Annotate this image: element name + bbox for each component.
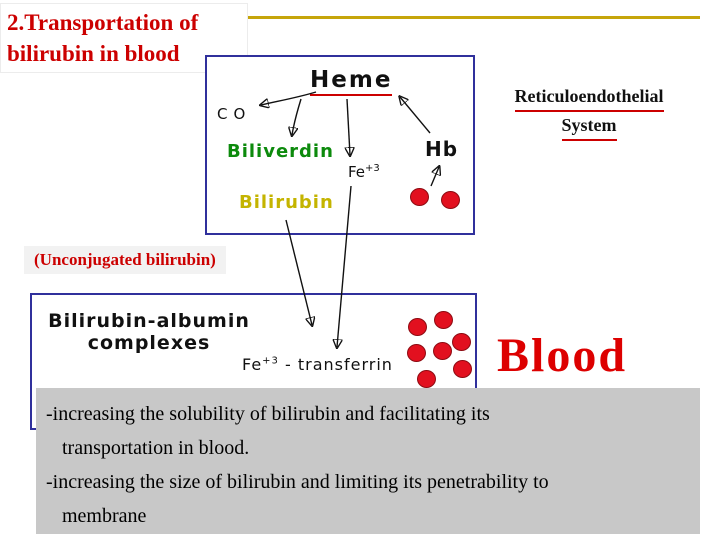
title-line2: bilirubin in blood <box>7 41 180 67</box>
red-blood-cell-icon <box>441 191 460 209</box>
red-blood-cell-icon <box>408 318 427 336</box>
red-blood-cell-icon <box>410 188 429 206</box>
red-blood-cell-icon <box>453 360 472 378</box>
red-blood-cell-icon <box>407 344 426 362</box>
bilirubin-albumin-complexes-label: Bilirubin-albumin complexes <box>40 310 258 355</box>
page-title: 2.Transportation of bilirubin in blood <box>0 3 248 73</box>
co-label: CO <box>217 105 252 123</box>
complexes-line1: Bilirubin-albumin <box>48 310 250 332</box>
res-line1: Reticuloendothelial <box>514 83 664 113</box>
red-blood-cell-icon <box>434 311 453 329</box>
blood-label: Blood <box>497 329 628 382</box>
fe-symbol: Fe <box>348 163 366 181</box>
fe-charge: +3 <box>365 163 380 174</box>
transferrin-text: - transferrin <box>278 355 393 374</box>
note-line: membrane <box>62 505 147 527</box>
hb-label: Hb <box>425 137 459 161</box>
red-blood-cell-icon <box>433 342 452 360</box>
note-line: transportation in blood. <box>62 437 250 459</box>
note-line: -increasing the solubility of bilirubin … <box>46 403 490 425</box>
heme-label: Heme <box>310 67 393 96</box>
transferrin-fe-symbol: Fe <box>242 355 263 374</box>
red-blood-cell-icon <box>452 333 471 351</box>
notes-panel: -increasing the solubility of bilirubin … <box>36 388 700 534</box>
fe-label: Fe+3 <box>348 163 380 181</box>
bilirubin-label: Bilirubin <box>239 192 334 213</box>
heme-diagram-box: Heme CO Biliverdin Fe+3 Hb Bilirubin <box>205 55 475 235</box>
title-rule <box>248 16 700 19</box>
reticuloendothelial-system-label: Reticuloendothelial System <box>483 83 695 142</box>
biliverdin-label: Biliverdin <box>227 141 334 162</box>
note-line: -increasing the size of bilirubin and li… <box>46 471 549 493</box>
title-line1: 2.Transportation of <box>7 10 199 35</box>
transferrin-fe-charge: +3 <box>262 355 279 367</box>
unconjugated-bilirubin-label: (Unconjugated bilirubin) <box>24 246 226 274</box>
fe-transferrin-label: Fe+3 - transferrin <box>242 355 393 374</box>
red-blood-cell-icon <box>417 370 436 388</box>
complexes-line2: complexes <box>87 331 211 354</box>
res-line2: System <box>561 112 617 142</box>
